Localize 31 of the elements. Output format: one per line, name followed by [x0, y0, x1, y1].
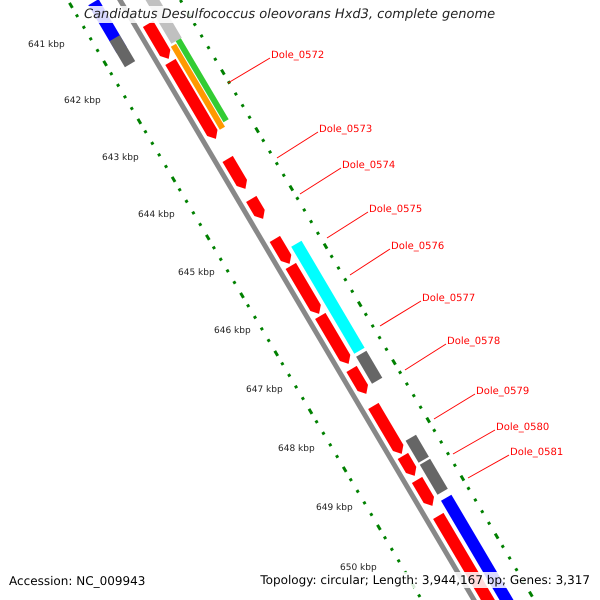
gene-label: Dole_0581 [510, 447, 564, 458]
gene-label: Dole_0572 [271, 50, 324, 61]
leader-line [276, 132, 318, 158]
leader-line [326, 212, 368, 238]
tick-label: 644 kbp [138, 210, 175, 220]
leader-line [300, 168, 342, 194]
leader-line [468, 454, 510, 478]
leader-line [350, 248, 390, 276]
gene-label: Dole_0575 [369, 204, 422, 215]
leader-line [434, 394, 476, 420]
tick-label: 642 kbp [64, 96, 101, 106]
gene-label: Dole_0579 [476, 386, 530, 397]
gene-label: Dole_0574 [342, 160, 396, 171]
gene-label: Dole_0578 [447, 336, 500, 347]
tick-label: 649 kbp [316, 503, 353, 513]
leader-line [380, 300, 422, 326]
tick-label: 648 kbp [278, 444, 315, 454]
gene-label: Dole_0577 [422, 293, 476, 304]
tick-label: 645 kbp [178, 268, 215, 278]
gene-label: Dole_0580 [496, 422, 550, 433]
gene-label: Dole_0573 [319, 124, 372, 135]
leader-line [228, 58, 270, 84]
tick-label: 641 kbp [28, 40, 65, 50]
leader-line [404, 344, 446, 370]
tick-label: 647 kbp [246, 385, 283, 395]
tick-label: 646 kbp [214, 326, 251, 336]
tick-label: 643 kbp [102, 153, 139, 163]
gene-label: Dole_0576 [391, 241, 444, 252]
tick-label: 650 kbp [340, 563, 377, 573]
leader-line [452, 430, 496, 454]
accession-text: Accession: NC_009943 [9, 574, 146, 588]
